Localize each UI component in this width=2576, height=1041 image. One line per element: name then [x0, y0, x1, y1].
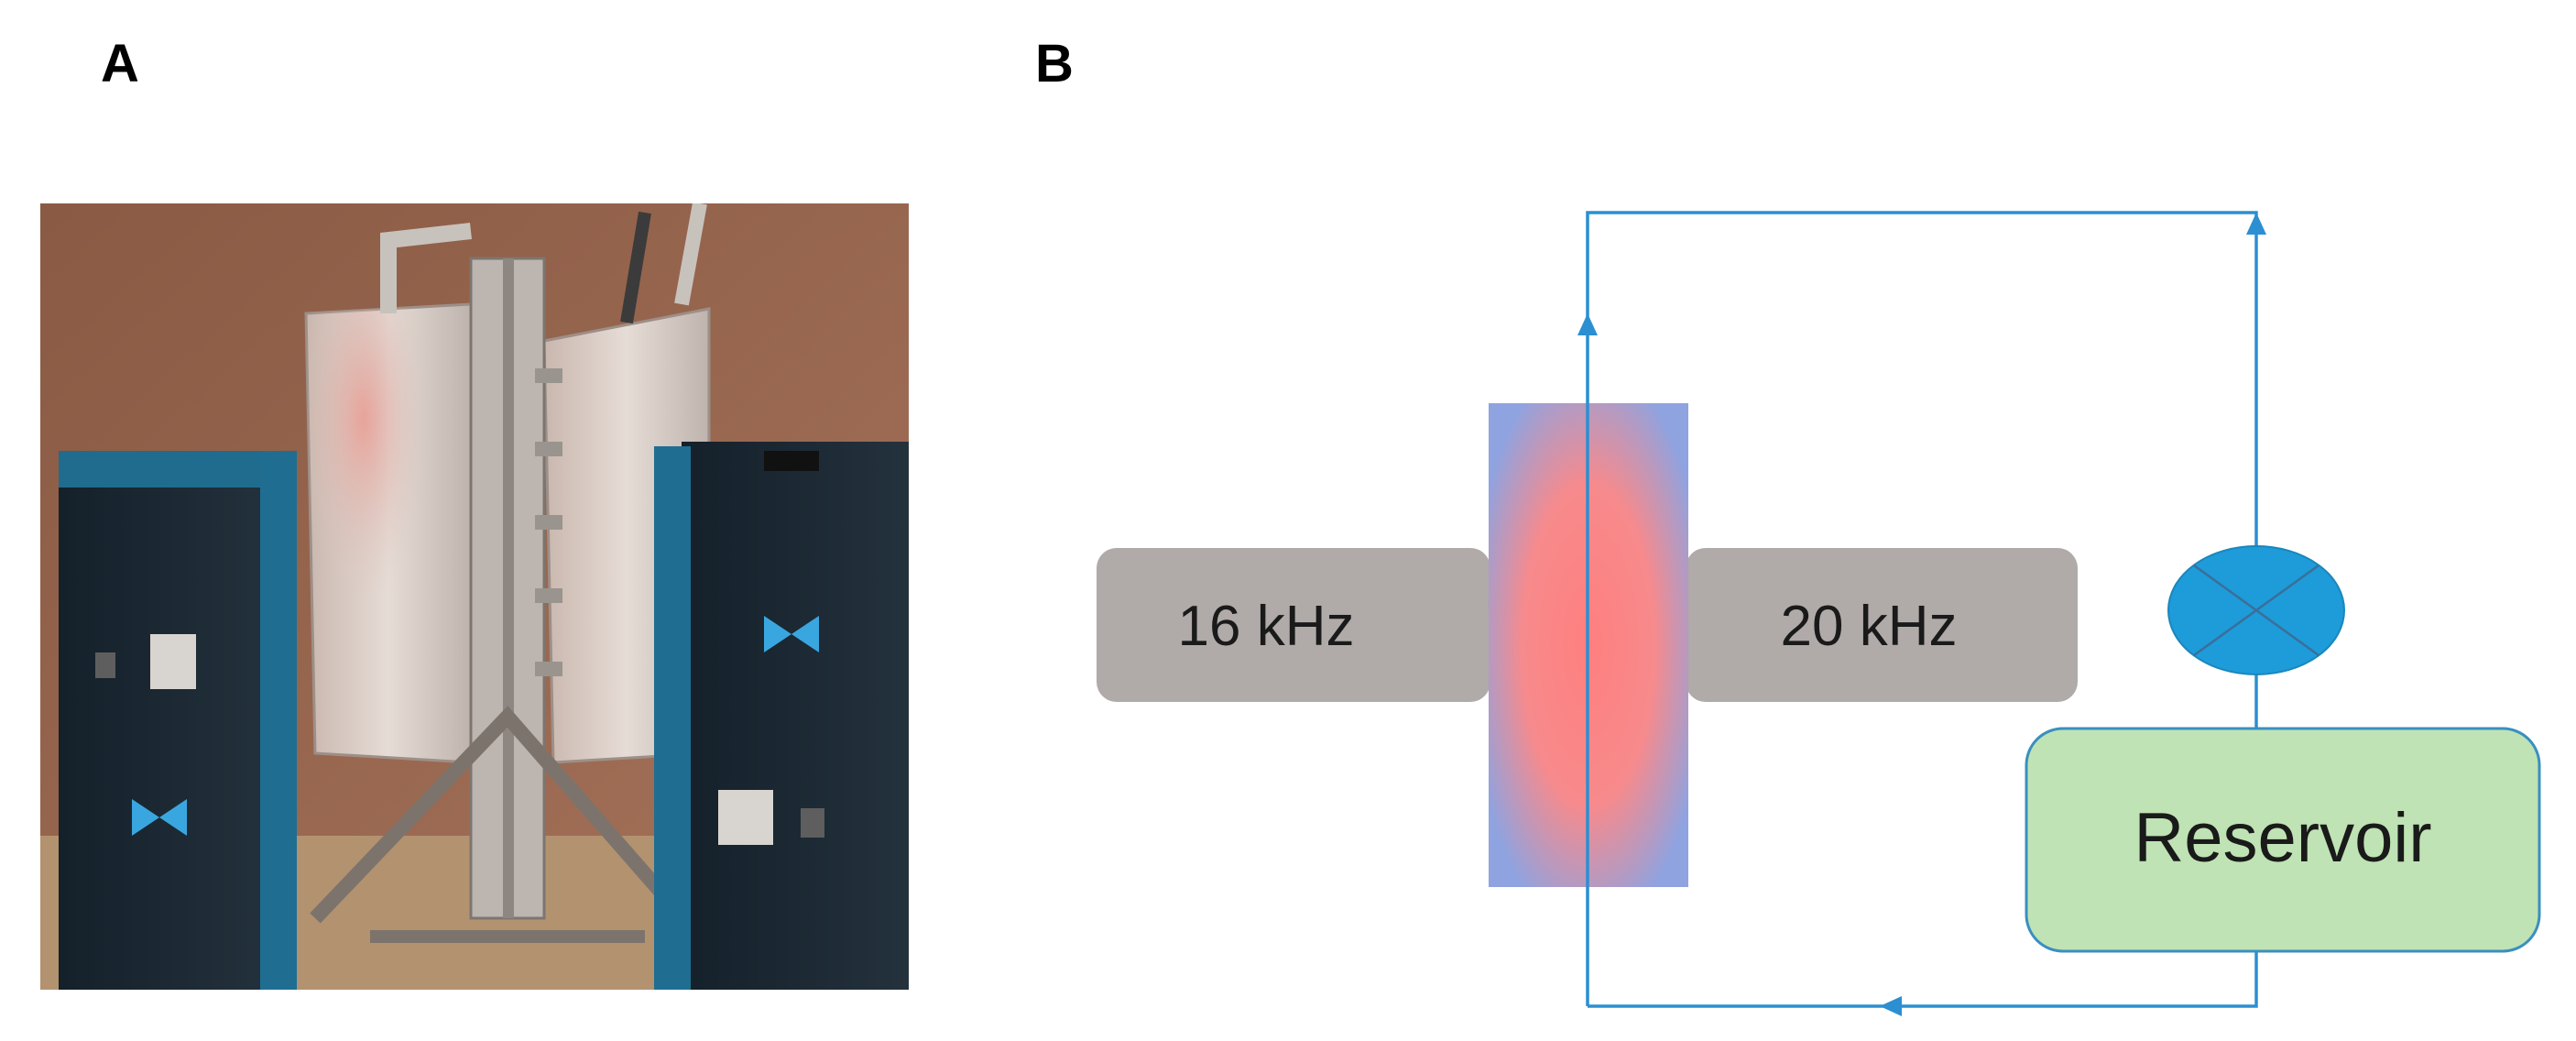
right-transducer-box: [1686, 548, 2078, 702]
reservoir-label: Reservoir: [2134, 799, 2431, 877]
panel-label-a: A: [101, 34, 139, 93]
left-transducer-label: 16 kHz: [1178, 595, 1355, 658]
arrow-up-right-icon: [2246, 213, 2266, 235]
equipment-photo: [40, 203, 909, 990]
arrow-up-center-icon: [1577, 313, 1598, 335]
panel-label-b: B: [1035, 34, 1074, 93]
left-transducer-box: [1097, 548, 1490, 702]
arrow-left-bottom-icon: [1880, 996, 1902, 1016]
reservoir-box: [2025, 727, 2541, 953]
right-transducer-label: 20 kHz: [1781, 595, 1958, 658]
pump-icon: [2167, 545, 2345, 675]
